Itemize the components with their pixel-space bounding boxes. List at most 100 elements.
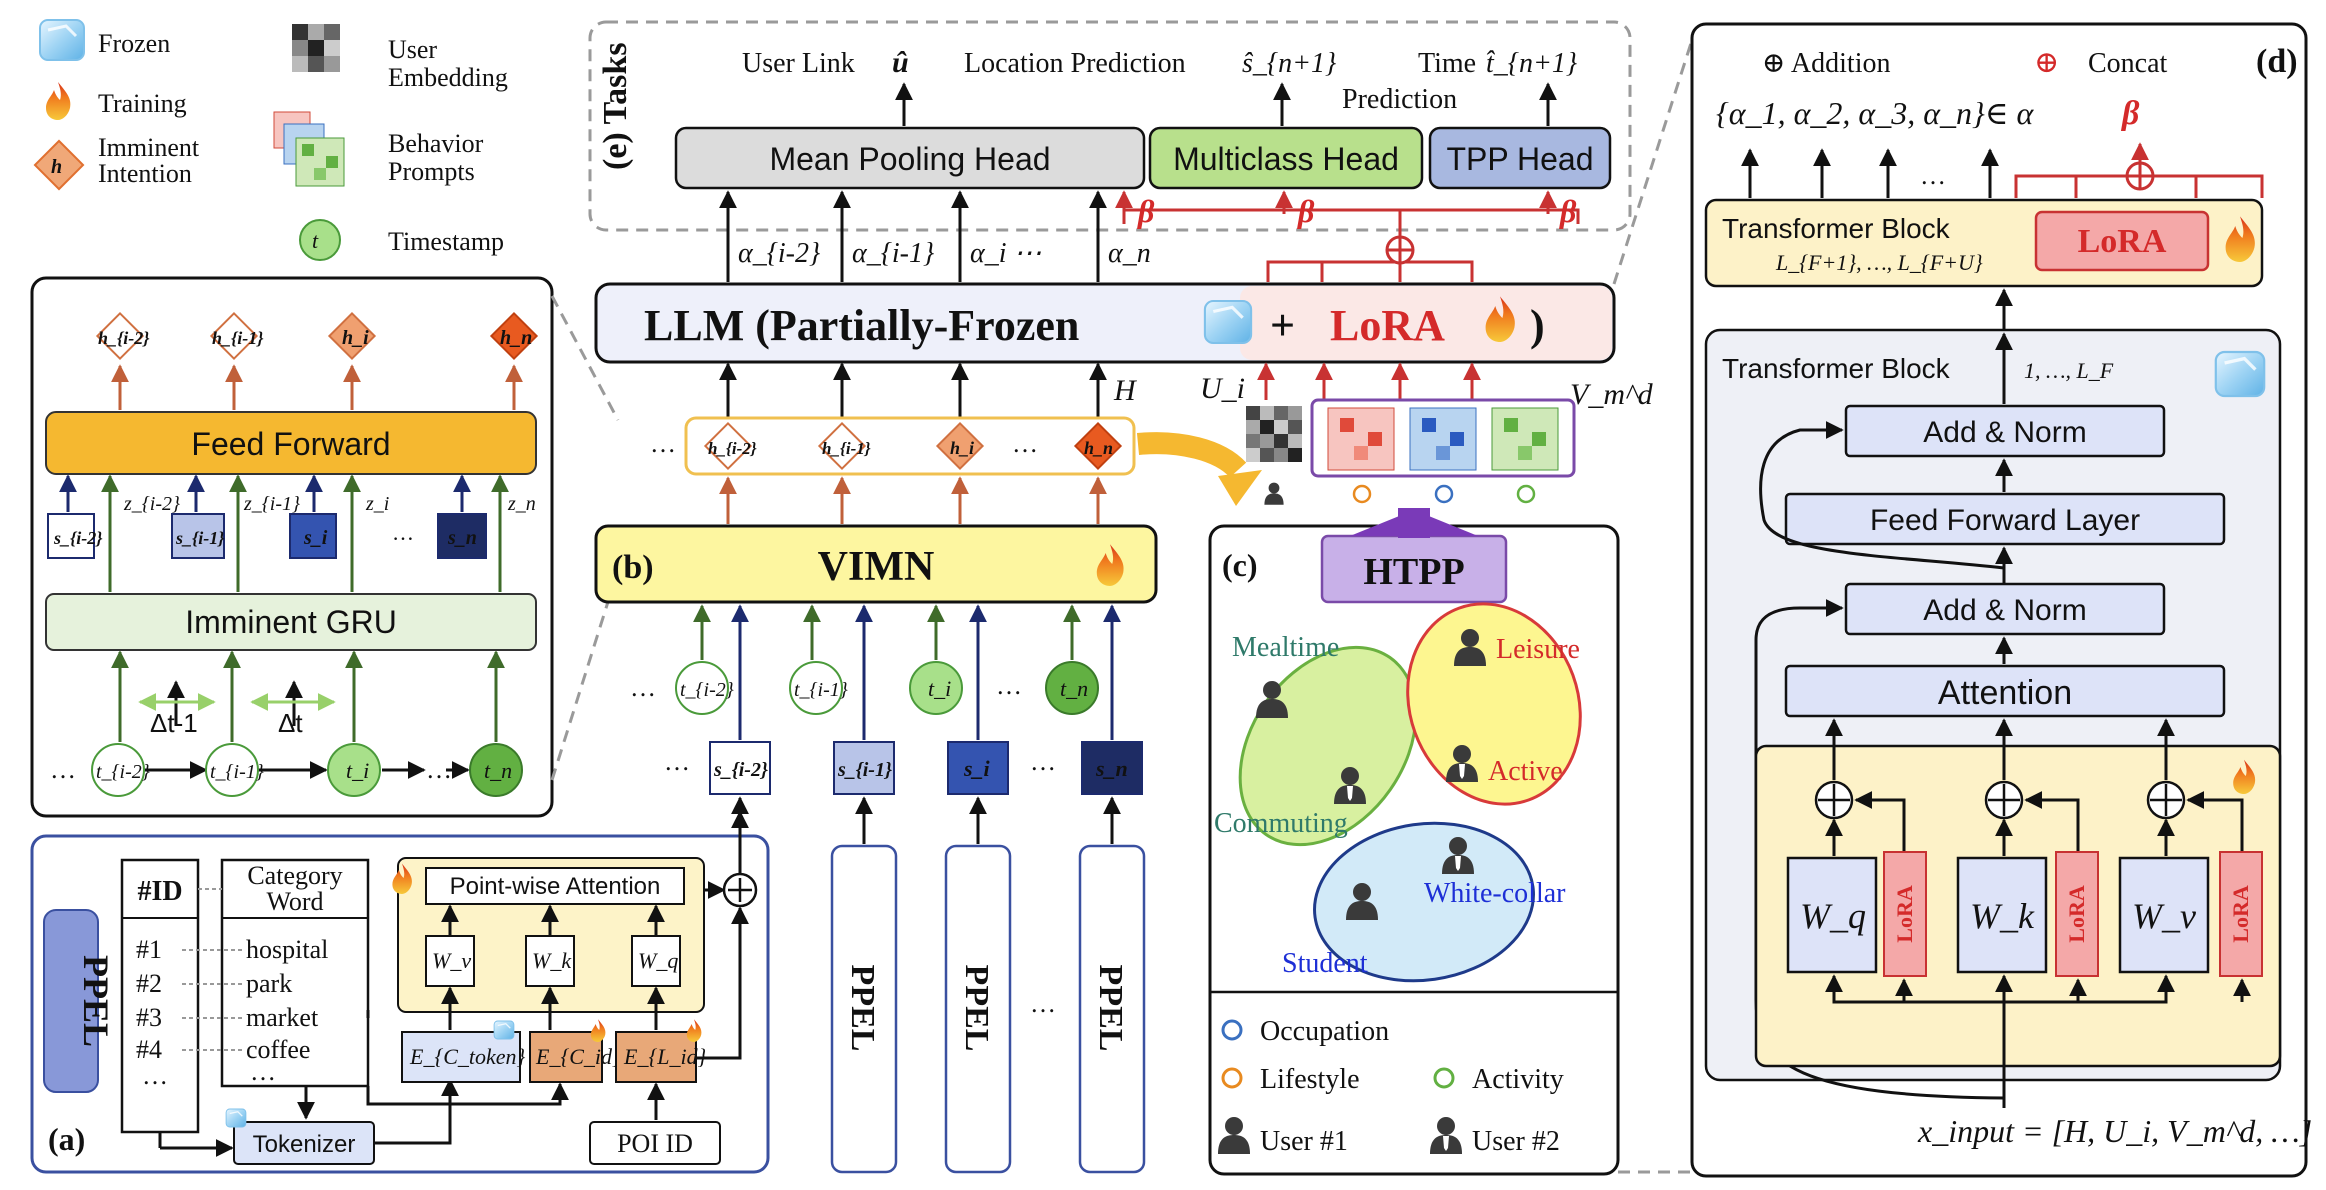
svg-text:Category: Category <box>247 861 342 890</box>
user-embedding-grid-icon <box>292 24 340 72</box>
activity-matrix <box>1491 407 1559 471</box>
svg-text:…: … <box>996 671 1022 700</box>
svg-text:t_n: t_n <box>1060 676 1088 701</box>
llm-block: LLM (Partially-Frozen + LoRA ) <box>594 282 1616 364</box>
svg-text:h_{i-2}: h_{i-2} <box>98 328 150 348</box>
student-label: Student <box>1282 948 1368 979</box>
time-label: Time <box>1418 48 1476 79</box>
vimn-s-i <box>947 741 1009 795</box>
svg-text:…: … <box>1920 161 1946 190</box>
svg-text:LoRA: LoRA <box>2228 885 2253 943</box>
svg-text:LoRA: LoRA <box>1892 885 1917 943</box>
legend: Frozen Training h Imminent Intention Use… <box>33 18 508 261</box>
alpha-connections: α_{i-2} α_{i-1} α_i ⋯ α_n β β β <box>719 190 1580 282</box>
svg-text:…: … <box>142 1061 168 1090</box>
svg-text:Feed Forward Layer: Feed Forward Layer <box>1870 504 2140 537</box>
vimn-title: VIMN <box>818 544 935 590</box>
transformer-input: x_input = [H, U_i, V_m^d, …] <box>1917 1113 2312 1149</box>
svg-text:PPEL: PPEL <box>844 965 881 1052</box>
wv-box <box>2118 856 2210 974</box>
feed-forward-box <box>45 411 537 475</box>
svg-text:t_{i-1}: t_{i-1} <box>210 761 264 783</box>
h-diamond-im1 <box>817 421 867 471</box>
htpp-title: HTPP <box>1363 551 1464 593</box>
beta-2: β <box>1297 193 1315 229</box>
tasks-panel: (e) Tasks User Link û Location Predictio… <box>588 20 1632 232</box>
activity-dot <box>1433 1067 1455 1089</box>
feed-forward-label: Feed Forward <box>191 426 390 462</box>
legend-frozen: Frozen <box>98 29 170 58</box>
ppel-column-3 <box>1078 844 1146 1174</box>
activity-legend: Activity <box>1472 1064 1564 1095</box>
q-lora-box <box>1883 851 1927 977</box>
e-ctoken-box <box>401 1031 521 1083</box>
svg-text:Add & Norm: Add & Norm <box>1923 594 2086 627</box>
svg-text:Attention: Attention <box>1938 674 2072 712</box>
vimn-t-im1 <box>789 661 843 715</box>
commuting-label: Commuting <box>1214 808 1348 839</box>
ppel-side-label: PPEL <box>76 955 116 1047</box>
gru-t-im2 <box>91 743 145 797</box>
ppel-wv-box <box>425 935 475 987</box>
svg-text:h_{i-1}: h_{i-1} <box>822 439 871 458</box>
svg-text:#1: #1 <box>136 935 162 964</box>
user-small-icon <box>1264 482 1284 505</box>
svg-text:…: … <box>1030 747 1056 776</box>
e-ctoken-frozen-icon <box>493 1020 515 1040</box>
htpp-panel: HTPP (c) Mealtime Leisure Active Commuti… <box>1208 508 1620 1176</box>
svg-text:z_{i-2}: z_{i-2} <box>123 493 180 515</box>
svg-text:W_k: W_k <box>532 948 572 973</box>
ppel-column-2 <box>944 844 1012 1174</box>
llm-label: LLM (Partially-Frozen <box>644 301 1079 350</box>
tokenizer-frozen-icon <box>225 1108 247 1128</box>
svg-text:h_i: h_i <box>950 438 974 458</box>
svg-text:t_{i-1}: t_{i-1} <box>794 679 848 701</box>
alpha-set: {α_1, α_2, α_3, α_n}∈ α <box>1716 95 2034 131</box>
h-label: H <box>1113 374 1138 407</box>
svg-text:s_{i-1}: s_{i-1} <box>175 528 225 548</box>
svg-text:1, …, L_F: 1, …, L_F <box>2024 358 2114 383</box>
user-behavior-embeddings: U_i V_m^d <box>1200 372 1654 505</box>
training-fire-icon <box>46 82 71 120</box>
leisure-label: Leisure <box>1496 634 1580 665</box>
svg-text:W_v: W_v <box>432 948 471 973</box>
timestamp-circle-icon: t <box>299 219 341 261</box>
imminent-gru-label: Imminent GRU <box>185 604 397 640</box>
vimn-s-im1 <box>833 741 895 795</box>
legend-training: Training <box>98 89 187 118</box>
transformer-panel: (d) ⊕ Addition ⊕ Concat {α_1, α_2, α_3, … <box>1690 22 2312 1178</box>
poi-id-label: POI ID <box>617 1129 693 1158</box>
point-wise-attention-label: Point-wise Attention <box>450 873 661 900</box>
gru-output-h-im1: h_{i-1} <box>209 311 264 361</box>
top-lora-box <box>2034 210 2210 272</box>
legend-behavior: Behavior <box>388 129 484 158</box>
mean-pooling-head <box>674 126 1146 190</box>
svg-text:s_i: s_i <box>303 527 328 549</box>
legend-user: User <box>388 35 437 64</box>
lifestyle-matrix <box>1327 407 1395 471</box>
multiclass-head <box>1148 126 1424 190</box>
alpha-i: α_i ⋯ <box>970 238 1041 269</box>
alpha-im1: α_{i-1} <box>852 238 934 269</box>
svg-text:TPP Head: TPP Head <box>1446 141 1593 177</box>
poi-id-box <box>589 1121 721 1165</box>
beta-1: β <box>1137 193 1155 229</box>
svg-text:#3: #3 <box>136 1003 162 1032</box>
add-norm-top <box>1844 404 2166 458</box>
panel-d-tag: (d) <box>2256 43 2298 80</box>
svg-text:…: … <box>50 755 76 784</box>
svg-text:park: park <box>246 969 292 998</box>
svg-text:z_n: z_n <box>507 493 536 515</box>
lifestyle-dot <box>1221 1067 1243 1089</box>
svg-text:market: market <box>246 1003 319 1032</box>
svg-text:W_q: W_q <box>638 948 678 973</box>
gru-s-i <box>289 513 337 559</box>
tpp-head <box>1428 126 1612 190</box>
svg-text:h_n: h_n <box>1084 438 1113 458</box>
svg-text:+: + <box>1270 301 1295 350</box>
svg-text:Transformer Block: Transformer Block <box>1722 353 1951 384</box>
llm-frozen-icon <box>1203 299 1253 345</box>
addition-legend: ⊕ Addition <box>1762 48 1890 79</box>
gru-t-im1 <box>205 743 259 797</box>
lifestyle-legend: Lifestyle <box>1260 1064 1360 1095</box>
